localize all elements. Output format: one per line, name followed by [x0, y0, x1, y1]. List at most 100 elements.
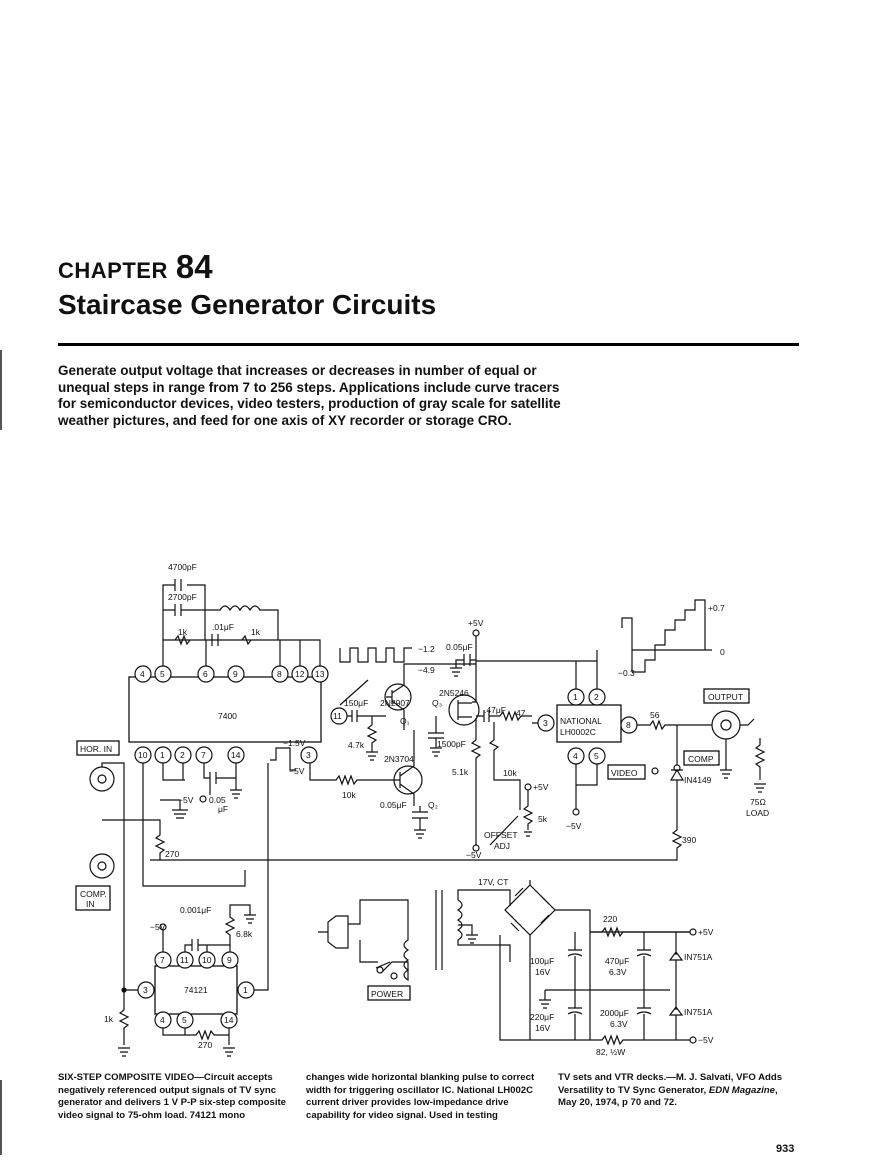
label-1k-c: 1k: [104, 1014, 114, 1024]
pin-label: 2: [594, 692, 599, 702]
label-q2: Q₂: [428, 800, 438, 810]
label-470uf: 470μF: [605, 956, 629, 966]
label-plus-5v-out: +5V: [698, 927, 714, 937]
label-minus-5v-d: −5V: [150, 922, 166, 932]
pin-label: 8: [277, 669, 282, 679]
ic-74121-label: 74121: [184, 985, 208, 995]
intro-paragraph: Generate output voltage that increases o…: [58, 363, 561, 428]
comp-in-box: [75, 885, 111, 911]
label-005uf-a: 0.05μF: [446, 642, 473, 652]
label-in751a-2: IN751A: [684, 1007, 713, 1017]
label-zero: 0: [720, 647, 725, 657]
chapter-title: Staircase Generator Circuits: [58, 289, 437, 320]
pin-label: 5: [160, 669, 165, 679]
pin-label: 14: [224, 1015, 234, 1025]
transistor-q3: [448, 694, 480, 726]
label-220: 220: [603, 914, 617, 924]
label-offset-2: ADJ: [494, 841, 510, 851]
pin-label: 11: [180, 955, 189, 965]
scan-edge-mark-lower: [0, 1080, 2, 1155]
label-16v-a: 16V: [535, 967, 550, 977]
label-10k: 10k: [342, 790, 356, 800]
ic-7400-label: 7400: [218, 711, 237, 721]
label-minus-5v-pulse: −5V: [289, 766, 305, 776]
comp-box: [683, 750, 720, 766]
output-box-label: OUTPUT: [708, 692, 743, 702]
label-lh0002c: LH0002C: [560, 727, 596, 737]
caption-col-1-text: Circuit accepts negatively referenced ou…: [58, 1072, 287, 1121]
ic-74121: [154, 965, 238, 1015]
pin-label: 7: [201, 750, 206, 760]
label-offset-1: OFFSET: [484, 830, 518, 840]
label-1500pf: 1500pF: [437, 739, 466, 749]
label-minus-1-2: −1.2: [418, 644, 435, 654]
label-5k: 5k: [538, 814, 548, 824]
pin-11-label: 11: [333, 711, 342, 721]
ic-lh0002c: [556, 704, 622, 743]
pin-label: 1: [160, 750, 165, 760]
comp-in-label-2: IN: [86, 899, 95, 909]
label-220uf: 220μF: [530, 1012, 554, 1022]
caption-col-3-text: TV sets and VTR decks.—M. J. Salvati, VF…: [558, 1072, 783, 1096]
pin-label: 1: [243, 985, 248, 995]
label-005uf-b: 0.05μF: [380, 800, 407, 810]
caption-col-3: TV sets and VTR decks.—M. J. Salvati, VF…: [558, 1072, 796, 1110]
label-minus-0-3: −0.3: [618, 668, 635, 678]
pin-label: 13: [315, 669, 325, 679]
label-plus-5v-b: +5V: [533, 782, 549, 792]
label-47: 47: [516, 708, 526, 718]
transistor-q1: [384, 683, 412, 711]
label-1k-a: 1k: [178, 627, 188, 637]
pin-label: 2: [180, 750, 185, 760]
label-270: 270: [165, 849, 179, 859]
label-in4149: IN4149: [684, 775, 712, 785]
comp-in-label-1: COMP.: [80, 889, 107, 899]
label-4700pf: 4700pF: [168, 562, 197, 572]
label-100uf: 100μF: [530, 956, 554, 966]
pin-label: 5: [182, 1015, 187, 1025]
pin-label: 4: [140, 669, 145, 679]
output-jack: [711, 710, 741, 740]
label-load: LOAD: [746, 808, 769, 818]
label-56: 56: [650, 710, 660, 720]
label-390: 390: [682, 835, 696, 845]
caption-col-1: SIX-STEP COMPOSITE VIDEO—Circuit accepts…: [58, 1072, 290, 1122]
pin-label: 9: [233, 669, 238, 679]
power-box: [367, 985, 411, 1001]
label-17v-ct: 17V, CT: [478, 877, 508, 887]
video-box-label: VIDEO: [611, 768, 638, 778]
pin-label: 7: [160, 955, 165, 965]
label-270-b: 270: [198, 1040, 212, 1050]
label-6-8k: 6.8k: [236, 929, 253, 939]
power-box-label: POWER: [371, 989, 403, 999]
label-minus-5v-c: −5V: [178, 795, 194, 805]
pin-label: 10: [138, 750, 148, 760]
label-plus-0-7: +0.7: [708, 603, 725, 613]
label-q3: Q₃: [432, 698, 442, 708]
label-2n3704: 2N3704: [384, 754, 414, 764]
label-q1: Q₁: [400, 716, 410, 726]
pin-label: 9: [227, 955, 232, 965]
label-1k-b: 1k: [251, 627, 261, 637]
pin-label: 6: [203, 669, 208, 679]
ic-7400-top-pins: 4 5 6 9 8 12 13: [134, 665, 329, 683]
label-national: NATIONAL: [560, 716, 602, 726]
label-minus-5v-out: −5V: [698, 1035, 714, 1045]
video-box: [607, 764, 646, 780]
scan-edge-mark: [0, 350, 2, 430]
caption-col-2: changes wide horizontal blanking pulse t…: [306, 1072, 535, 1121]
caption-col-3-end: , May 20, 1974, p 70 and 72.: [558, 1084, 778, 1109]
label-01uf: .01μF: [212, 622, 234, 632]
hor-in-box: [76, 740, 120, 756]
label-005-c2: μF: [218, 804, 228, 814]
pin-label: 8: [626, 720, 631, 730]
pin-label: 5: [594, 751, 599, 761]
pin-label: 4: [573, 751, 578, 761]
label-047uf: .47μF: [484, 705, 506, 715]
label-2000uf: 2000μF: [600, 1008, 629, 1018]
label-0001uf: 0.001μF: [180, 905, 211, 915]
comp-box-label: COMP: [688, 754, 714, 764]
label-005-c1: 0.05: [209, 795, 226, 805]
label-82-half-w: 82, ½W: [596, 1047, 625, 1057]
